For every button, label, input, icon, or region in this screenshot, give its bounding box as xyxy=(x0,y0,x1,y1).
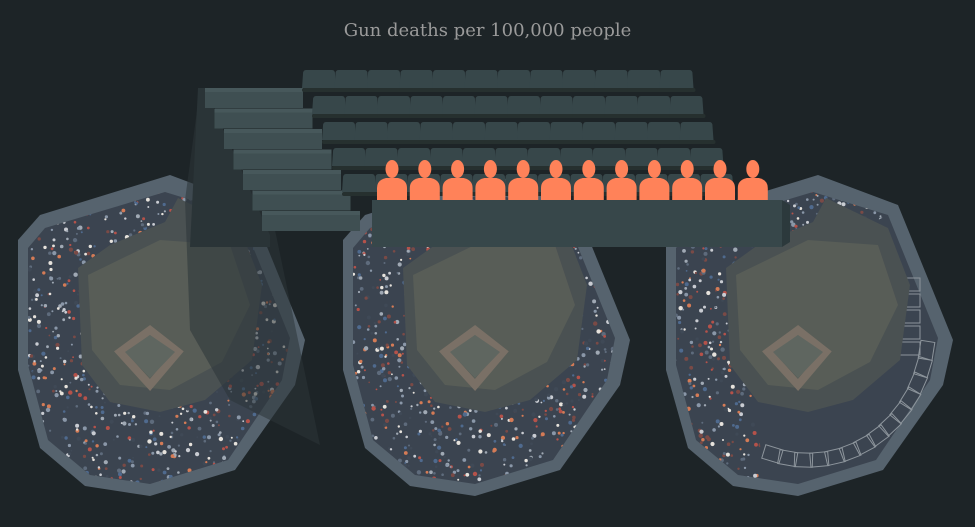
seat xyxy=(614,122,651,144)
person-icon xyxy=(377,160,407,200)
stadium xyxy=(343,175,630,496)
stair-step xyxy=(233,149,332,170)
stair-step xyxy=(252,190,351,211)
seat xyxy=(604,96,641,118)
seat xyxy=(594,70,631,92)
seat xyxy=(669,96,706,118)
person-icon xyxy=(672,160,703,200)
stair-step xyxy=(214,108,313,129)
stadium xyxy=(666,175,953,496)
seat xyxy=(659,70,696,92)
page-title: Gun deaths per 100,000 people xyxy=(343,20,632,41)
seat xyxy=(549,122,586,144)
seat xyxy=(627,70,663,92)
stairs xyxy=(190,88,360,247)
infield-grass xyxy=(125,335,175,378)
seat xyxy=(322,122,358,144)
seat xyxy=(474,96,511,118)
seat xyxy=(367,70,403,92)
seat xyxy=(637,96,673,118)
seat xyxy=(464,70,501,92)
seat xyxy=(529,70,566,92)
seat xyxy=(497,70,533,92)
person-icon xyxy=(639,160,670,200)
seat xyxy=(562,70,598,92)
person-icon xyxy=(409,160,440,200)
seat xyxy=(419,122,456,144)
stair-step xyxy=(224,129,322,149)
person-icon xyxy=(541,160,571,200)
seat xyxy=(399,70,436,92)
seat-rows xyxy=(302,70,736,196)
stadiums xyxy=(18,175,953,496)
seat xyxy=(452,122,488,144)
stair-step xyxy=(243,170,341,190)
seat xyxy=(377,96,413,118)
seat xyxy=(507,96,543,118)
seat xyxy=(387,122,423,144)
person-icon xyxy=(737,160,768,200)
seat xyxy=(484,122,521,144)
infield-grass xyxy=(773,335,823,378)
highlighted-people xyxy=(377,160,768,200)
seat xyxy=(332,148,368,170)
person-icon xyxy=(705,160,735,200)
infield-diamond xyxy=(439,324,509,392)
person-icon xyxy=(606,160,637,200)
seat xyxy=(344,96,381,118)
infield-diamond xyxy=(762,324,832,392)
seat xyxy=(517,122,553,144)
seat xyxy=(582,122,618,144)
seat xyxy=(572,96,608,118)
infield-diamond xyxy=(114,324,184,392)
seat xyxy=(432,70,468,92)
person-icon xyxy=(573,160,604,200)
seat xyxy=(342,174,378,196)
seat xyxy=(354,122,391,144)
infield-grass xyxy=(450,335,500,378)
front-wall xyxy=(372,200,782,247)
person-icon xyxy=(442,160,473,200)
person-icon xyxy=(475,160,506,200)
front-wall-side xyxy=(782,200,790,247)
stair-step xyxy=(205,88,303,108)
seat xyxy=(647,122,683,144)
seat xyxy=(409,96,446,118)
empty-sections xyxy=(761,277,936,468)
stair-step xyxy=(262,211,360,231)
person-icon xyxy=(508,160,539,200)
seat xyxy=(334,70,371,92)
seat xyxy=(302,70,338,92)
seat xyxy=(442,96,478,118)
seat xyxy=(679,122,716,144)
seat xyxy=(312,96,348,118)
seat xyxy=(539,96,576,118)
